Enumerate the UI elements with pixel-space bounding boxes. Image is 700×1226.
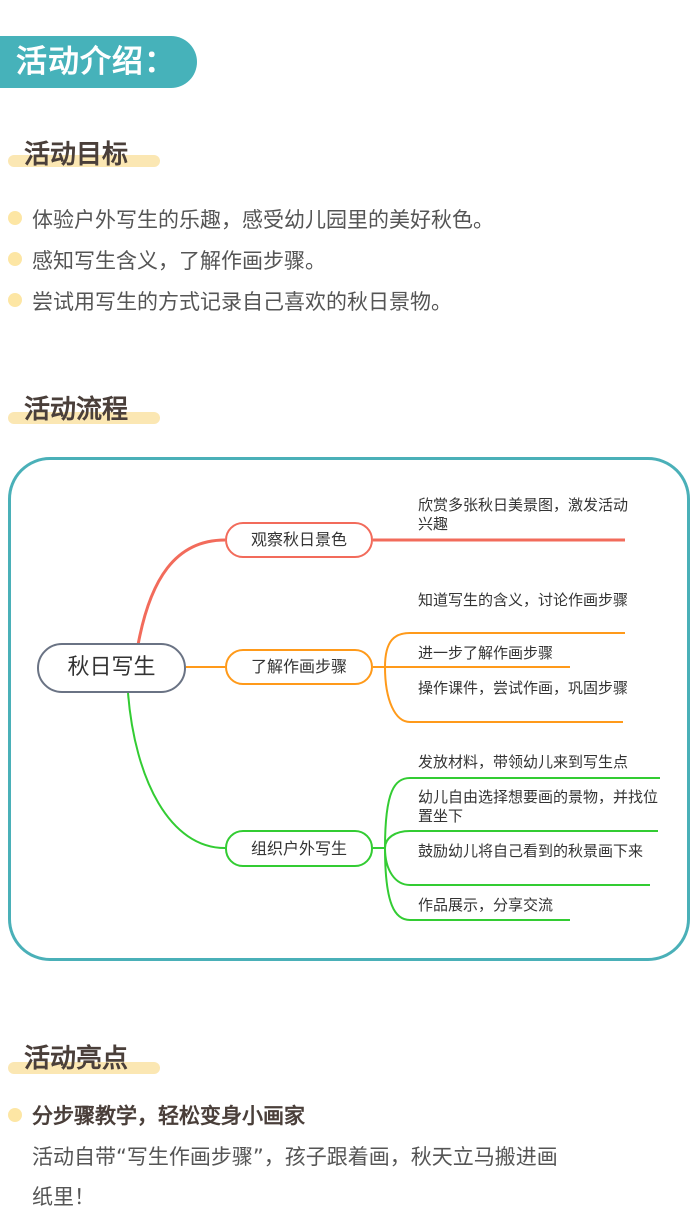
heading-highlight	[8, 1062, 160, 1074]
leaf: 发放材料，带领幼儿来到写生点	[418, 753, 629, 771]
connector-green	[127, 692, 660, 921]
mindmap-root: 秋日写生	[37, 643, 186, 693]
branch-observe: 观察秋日景色	[225, 522, 373, 558]
leaf: 进一步了解作画步骤	[418, 644, 554, 662]
goal-item: 感知写生含义，了解作画步骤。	[32, 249, 326, 273]
leaf: 作品展示，分享交流	[418, 896, 554, 914]
leaf: 幼儿自由选择想要画的景物，并找位置坐下	[418, 788, 659, 825]
bullet-icon	[8, 252, 22, 266]
heading-highlight	[8, 412, 160, 424]
connector-red	[136, 538, 625, 646]
highlight-text: 纸里！	[32, 1185, 95, 1209]
heading-highlight	[8, 155, 160, 167]
branch-outdoor: 组织户外写生	[225, 830, 373, 867]
bullet-icon	[8, 211, 22, 225]
highlight-text: 活动自带“写生作画步骤”，孩子跟着画，秋天立马搬进画	[32, 1145, 558, 1169]
leaf: 欣赏多张秋日美景图，激发活动兴趣	[418, 496, 629, 533]
highlights-heading: 活动亮点	[24, 1044, 129, 1074]
leaf: 鼓励幼儿将自己看到的秋景画下来	[418, 842, 644, 860]
goals-heading: 活动目标	[24, 140, 129, 170]
goal-item: 尝试用写生的方式记录自己喜欢的秋日景物。	[32, 290, 452, 314]
mindmap-frame	[8, 457, 690, 961]
leaf: 知道写生的含义，讨论作画步骤	[418, 591, 629, 609]
connector-orange	[186, 632, 625, 723]
process-heading: 活动流程	[24, 395, 129, 425]
highlight-title: 分步骤教学，轻松变身小画家	[32, 1104, 305, 1128]
bullet-icon	[8, 293, 22, 307]
leaf: 操作课件，尝试作画，巩固步骤	[418, 679, 629, 697]
branch-steps: 了解作画步骤	[225, 649, 373, 685]
bullet-icon	[8, 1108, 22, 1122]
section-title-banner: 活动介绍：	[0, 36, 197, 88]
goal-item: 体验户外写生的乐趣，感受幼儿园里的美好秋色。	[32, 208, 494, 232]
